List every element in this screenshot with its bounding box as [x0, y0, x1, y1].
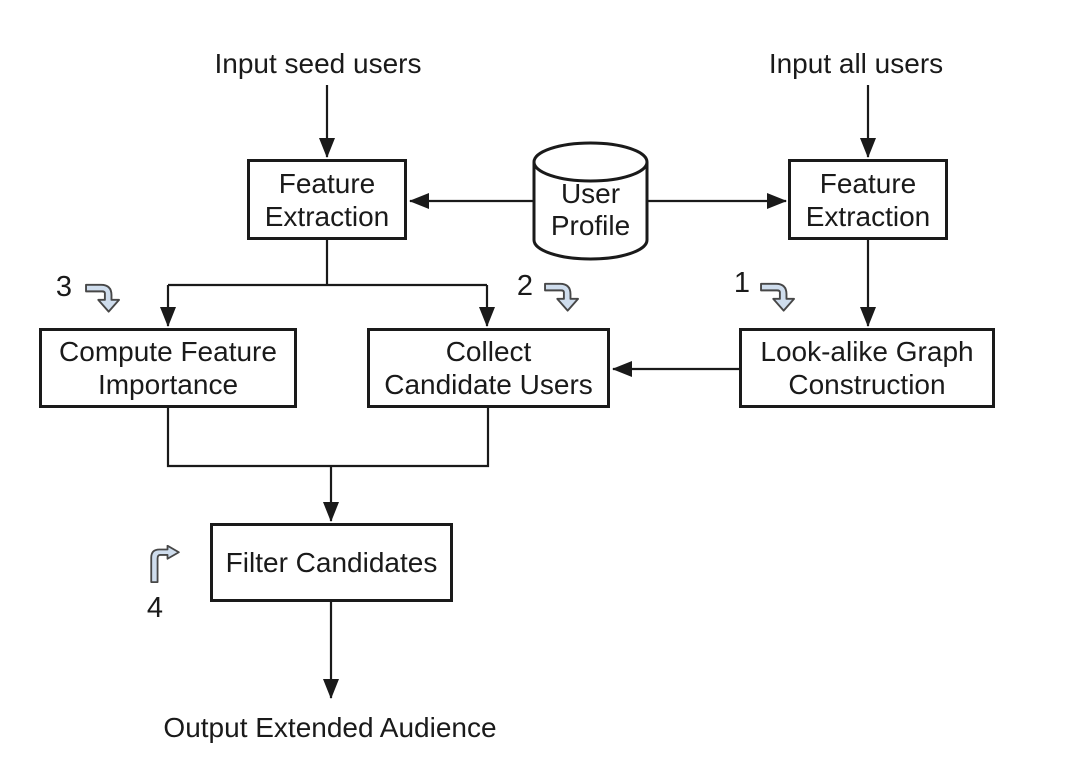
node-label: Look-alike Graph Construction	[760, 336, 974, 400]
step-3-arrow-icon	[85, 283, 120, 313]
database-cylinder-icon	[532, 141, 649, 261]
node-lookalike-graph-construction: Look-alike Graph Construction	[739, 328, 995, 408]
node-label: Feature Extraction	[264, 167, 390, 232]
edge-fe-splitter	[168, 240, 487, 287]
step-2-number: 2	[516, 270, 534, 302]
label-input-seed-users: Input seed users	[214, 48, 422, 79]
label-input-all-users: Input all users	[768, 48, 944, 79]
step-4-number: 4	[146, 592, 164, 624]
step-2-arrow-icon	[544, 282, 579, 312]
node-feature-extraction-seed: Feature Extraction	[247, 159, 407, 240]
node-collect-candidate-users: Collect Candidate Users	[367, 328, 610, 408]
step-3-number: 3	[55, 271, 73, 303]
user-profile-datastore-label: User Profile	[550, 178, 631, 241]
node-compute-feature-importance: Compute Feature Importance	[39, 328, 297, 408]
node-label: Collect Candidate Users	[384, 336, 593, 400]
node-label: Feature Extraction	[805, 167, 931, 232]
step-1-number: 1	[733, 267, 751, 299]
step-1-arrow-icon	[760, 282, 795, 312]
label-output-extended-audience: Output Extended Audience	[163, 712, 497, 743]
node-filter-candidates: Filter Candidates	[210, 523, 453, 602]
edge-merge	[166, 408, 490, 468]
node-label: Filter Candidates	[225, 547, 438, 578]
step-4-arrow-icon	[150, 545, 180, 583]
arrows	[160, 85, 876, 699]
node-feature-extraction-all: Feature Extraction	[788, 159, 948, 240]
node-label: Compute Feature Importance	[59, 336, 277, 400]
